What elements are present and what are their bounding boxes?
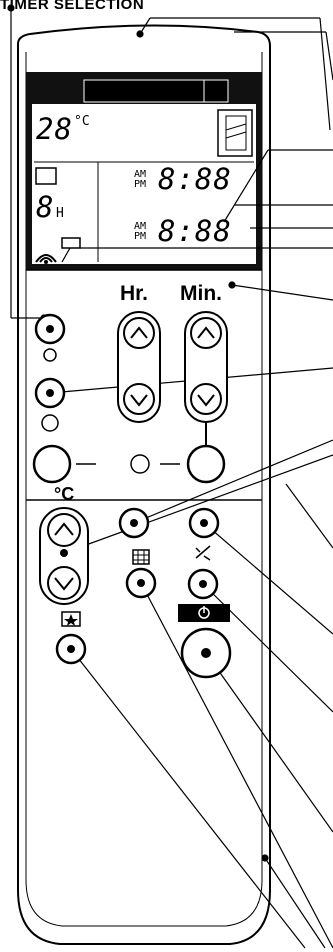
hour-label: Hr. <box>120 282 149 305</box>
lcd-temperature: 28 <box>36 112 73 146</box>
signal-icon <box>35 254 57 263</box>
temp-unit-label: °C <box>54 484 75 504</box>
temp-down-button[interactable] <box>47 566 81 600</box>
hour-down-arrow <box>130 394 148 407</box>
minute-down-arrow <box>197 394 215 407</box>
hour-up-button[interactable] <box>123 317 155 349</box>
figure-caption: TIMER SELECTION <box>0 0 145 13</box>
hour-up-arrow <box>130 326 148 339</box>
louver-dot <box>137 579 145 587</box>
temp-up-button[interactable] <box>47 513 81 547</box>
lcd-pm-top: PM <box>134 179 147 190</box>
fan-speed-dot <box>200 519 208 527</box>
timer-cancel-button[interactable] <box>32 444 72 484</box>
hour-down-button[interactable] <box>123 383 155 415</box>
timer-select-dot <box>46 325 54 333</box>
minute-label: Min. <box>180 282 222 305</box>
louver-icon-grid <box>133 550 149 564</box>
mode-strip <box>83 79 205 103</box>
swing-dot <box>199 580 207 588</box>
battery-icon <box>61 237 81 249</box>
lcd-hours-unit: H <box>56 206 64 221</box>
timer-on-button[interactable] <box>186 444 226 484</box>
fan-level-bars <box>225 115 247 151</box>
minute-up-button[interactable] <box>190 317 222 349</box>
louver-icon <box>132 549 150 565</box>
lcd-pm-bottom: PM <box>134 231 147 242</box>
lcd-clock-top: 8:88 <box>158 162 232 196</box>
star-box-lcd <box>35 167 57 185</box>
lcd-am-top: AM <box>134 169 147 180</box>
temp-up-arrow <box>54 522 74 536</box>
mode-strip-fan <box>203 79 229 103</box>
lcd-temp-unit: °C <box>74 114 90 129</box>
temp-down-arrow <box>54 577 74 591</box>
favorite-star-icon <box>64 614 78 626</box>
timer-set-dot <box>46 389 54 397</box>
minute-down-button[interactable] <box>190 383 222 415</box>
fan-level-box <box>217 109 253 157</box>
temp-set-dot <box>60 549 68 557</box>
lcd-hours: 8 <box>36 190 55 224</box>
remote-inner-edge <box>25 52 263 927</box>
timer-cancel-indicator <box>41 414 59 432</box>
signal-dot <box>44 260 48 264</box>
timer-small-icon <box>43 348 57 362</box>
power-dot <box>201 648 211 658</box>
swing-icon <box>195 545 211 561</box>
minute-up-arrow <box>197 326 215 339</box>
lcd-clock-bottom: 8:88 <box>158 214 232 248</box>
mode-button-dot <box>130 519 138 527</box>
favorite-dot <box>67 645 75 653</box>
favorite-icon-box <box>61 611 81 627</box>
clock-icon <box>130 454 150 474</box>
lcd-am-bottom: AM <box>134 221 147 232</box>
